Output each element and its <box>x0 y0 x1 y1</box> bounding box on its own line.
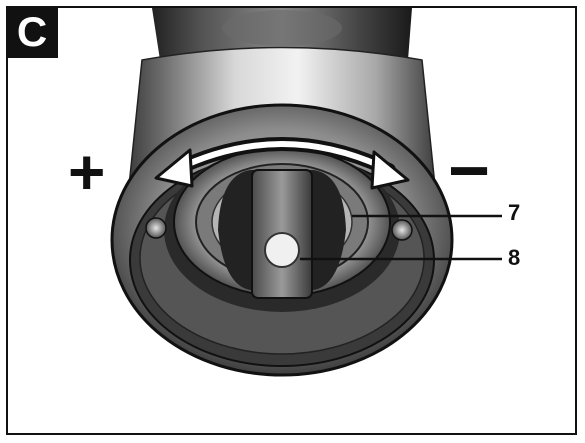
figure-label-badge: C <box>6 6 58 58</box>
callout-number-7: 7 <box>508 200 521 225</box>
rotation-arrow <box>154 137 410 190</box>
left-screw <box>145 217 167 239</box>
tool-upper-section <box>152 8 412 60</box>
central-shaft <box>218 169 346 299</box>
figure-frame <box>6 6 577 435</box>
callout-number-8: 8 <box>508 245 521 270</box>
plus-icon: + <box>68 136 106 208</box>
minus-icon: − <box>448 131 491 211</box>
right-screw <box>391 219 413 241</box>
